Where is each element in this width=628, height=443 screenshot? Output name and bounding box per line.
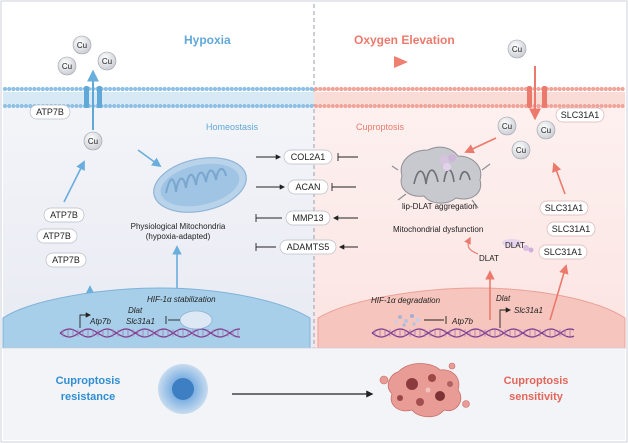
copper-to-mito-arrow bbox=[137, 149, 162, 168]
svg-text:Cu: Cu bbox=[102, 57, 112, 66]
atp7b-channel bbox=[84, 86, 102, 108]
mito-label-line2: (hypoxia-adapted) bbox=[146, 232, 211, 241]
dlat-label: DLAT bbox=[505, 241, 525, 250]
copper-to-mito-arrow-right bbox=[464, 137, 497, 154]
lip-dlat-aggregation-label: lip-DLAT aggregation bbox=[402, 202, 477, 211]
svg-text:ATP7B: ATP7B bbox=[36, 107, 64, 117]
svg-text:Cu: Cu bbox=[62, 62, 72, 71]
atp7b-traffic-arrow bbox=[63, 160, 85, 203]
healthy-cell-icon bbox=[158, 364, 208, 414]
slc31a1-pill: SLC31A1 bbox=[546, 221, 596, 237]
svg-text:ATP7B: ATP7B bbox=[52, 255, 80, 265]
hypoxia-title: Hypoxia bbox=[184, 33, 231, 47]
slc31a1-activation-arrow bbox=[499, 307, 512, 328]
gene-atp7b-right: Atp7b bbox=[451, 317, 473, 326]
gene-dlat-left: Dlat bbox=[128, 306, 143, 315]
mitochondrial-dysfunction-label: Mitochondrial dysfunction bbox=[393, 225, 483, 234]
svg-text:Cu: Cu bbox=[502, 122, 512, 131]
copper-ion: Cu bbox=[57, 56, 77, 76]
copper-ion: Cu bbox=[536, 120, 556, 140]
gene-slc31a1-right: Slc31a1 bbox=[514, 306, 543, 315]
cell-membrane bbox=[2, 86, 625, 109]
slc31a1-expression-arrow bbox=[549, 264, 569, 321]
left-dna-helix bbox=[59, 328, 241, 338]
svg-text:MMP13: MMP13 bbox=[292, 213, 323, 223]
slc31a1-membrane-pill: SLC31A1 bbox=[555, 107, 605, 123]
cuproptosis-label: Cuproptosis bbox=[356, 122, 405, 132]
svg-text:COL2A1: COL2A1 bbox=[291, 152, 326, 162]
atp7b-pill: ATP7B bbox=[36, 228, 78, 244]
svg-text:Cu: Cu bbox=[541, 126, 551, 135]
copper-ion: Cu bbox=[497, 116, 517, 136]
svg-text:Cu: Cu bbox=[516, 146, 526, 155]
gene-slc31a1-left: Slc31a1 bbox=[126, 317, 155, 326]
sensitivity-line2: sensitivity bbox=[509, 391, 564, 403]
oxygen-elevation-title: Oxygen Elevation bbox=[354, 33, 455, 47]
gene-atp7b-left: Atp7b bbox=[89, 317, 111, 326]
svg-text:ADAMTS5: ADAMTS5 bbox=[287, 242, 330, 252]
slc31a1-traffic-arrow bbox=[552, 162, 566, 195]
resistance-line2: resistance bbox=[61, 391, 115, 403]
transition-arrow-head bbox=[394, 56, 408, 68]
dlat-to-mito-arrow bbox=[464, 236, 479, 255]
right-dna-helix bbox=[371, 328, 575, 338]
dlat-oligomer-2: DLAT bbox=[479, 254, 499, 263]
right-copper-ions: Cu Cu Cu Cu bbox=[497, 39, 556, 160]
dlat-oligomer-1: DLAT bbox=[502, 239, 534, 253]
resistance-line1: Cuproptosis bbox=[56, 375, 121, 387]
atp7b-pill: ATP7B bbox=[45, 252, 87, 268]
atp7b-pill: ATP7B bbox=[43, 207, 85, 223]
svg-text:Cu: Cu bbox=[512, 45, 522, 54]
svg-text:SLC31A1: SLC31A1 bbox=[544, 247, 583, 257]
svg-text:ACAN: ACAN bbox=[295, 182, 320, 192]
marker-acan: ACAN bbox=[287, 179, 329, 195]
slc31a1-pill: SLC31A1 bbox=[539, 200, 589, 216]
physiological-mitochondrion bbox=[153, 157, 247, 213]
svg-text:ATP7B: ATP7B bbox=[43, 231, 71, 241]
copper-ion: Cu bbox=[83, 131, 103, 151]
svg-text:SLC31A1: SLC31A1 bbox=[561, 110, 600, 120]
slc31a1-channel bbox=[527, 86, 547, 108]
copper-ion: Cu bbox=[97, 51, 117, 71]
atp7b-membrane-pill: ATP7B bbox=[29, 104, 71, 120]
svg-text:SLC31A1: SLC31A1 bbox=[552, 224, 591, 234]
hif-protein bbox=[179, 310, 213, 330]
dying-cell-icon bbox=[379, 362, 470, 418]
homeostasis-label: Homeostasis bbox=[206, 122, 259, 132]
copper-ion: Cu bbox=[72, 35, 92, 55]
gene-dlat-right: Dlat bbox=[496, 294, 511, 303]
hif-stabilization-label: HIF-1α stabilization bbox=[147, 295, 216, 304]
svg-text:SLC31A1: SLC31A1 bbox=[545, 203, 584, 213]
dlat-label: DLAT bbox=[479, 254, 499, 263]
atp7b-activation-arrow bbox=[79, 312, 92, 328]
marker-adamts5: ADAMTS5 bbox=[279, 239, 337, 255]
left-copper-ions: Cu Cu Cu Cu bbox=[57, 35, 117, 151]
hif-degraded-fragments bbox=[394, 314, 420, 327]
marker-regulation-arrows bbox=[255, 153, 358, 251]
svg-text:Cu: Cu bbox=[77, 41, 87, 50]
hif-degradation-label: HIF-1α degradation bbox=[371, 296, 441, 305]
sensitivity-line1: Cuproptosis bbox=[504, 375, 569, 387]
marker-col2a1: COL2A1 bbox=[283, 149, 333, 165]
svg-text:ATP7B: ATP7B bbox=[50, 210, 78, 220]
damaged-mitochondrion bbox=[391, 146, 491, 209]
copper-ion: Cu bbox=[507, 39, 527, 59]
svg-text:Cu: Cu bbox=[88, 137, 98, 146]
marker-mmp13: MMP13 bbox=[285, 210, 331, 226]
mito-label-line1: Physiological Mitochondria bbox=[131, 222, 226, 231]
slc31a1-pill: SLC31A1 bbox=[538, 244, 588, 260]
copper-ion: Cu bbox=[511, 140, 531, 160]
